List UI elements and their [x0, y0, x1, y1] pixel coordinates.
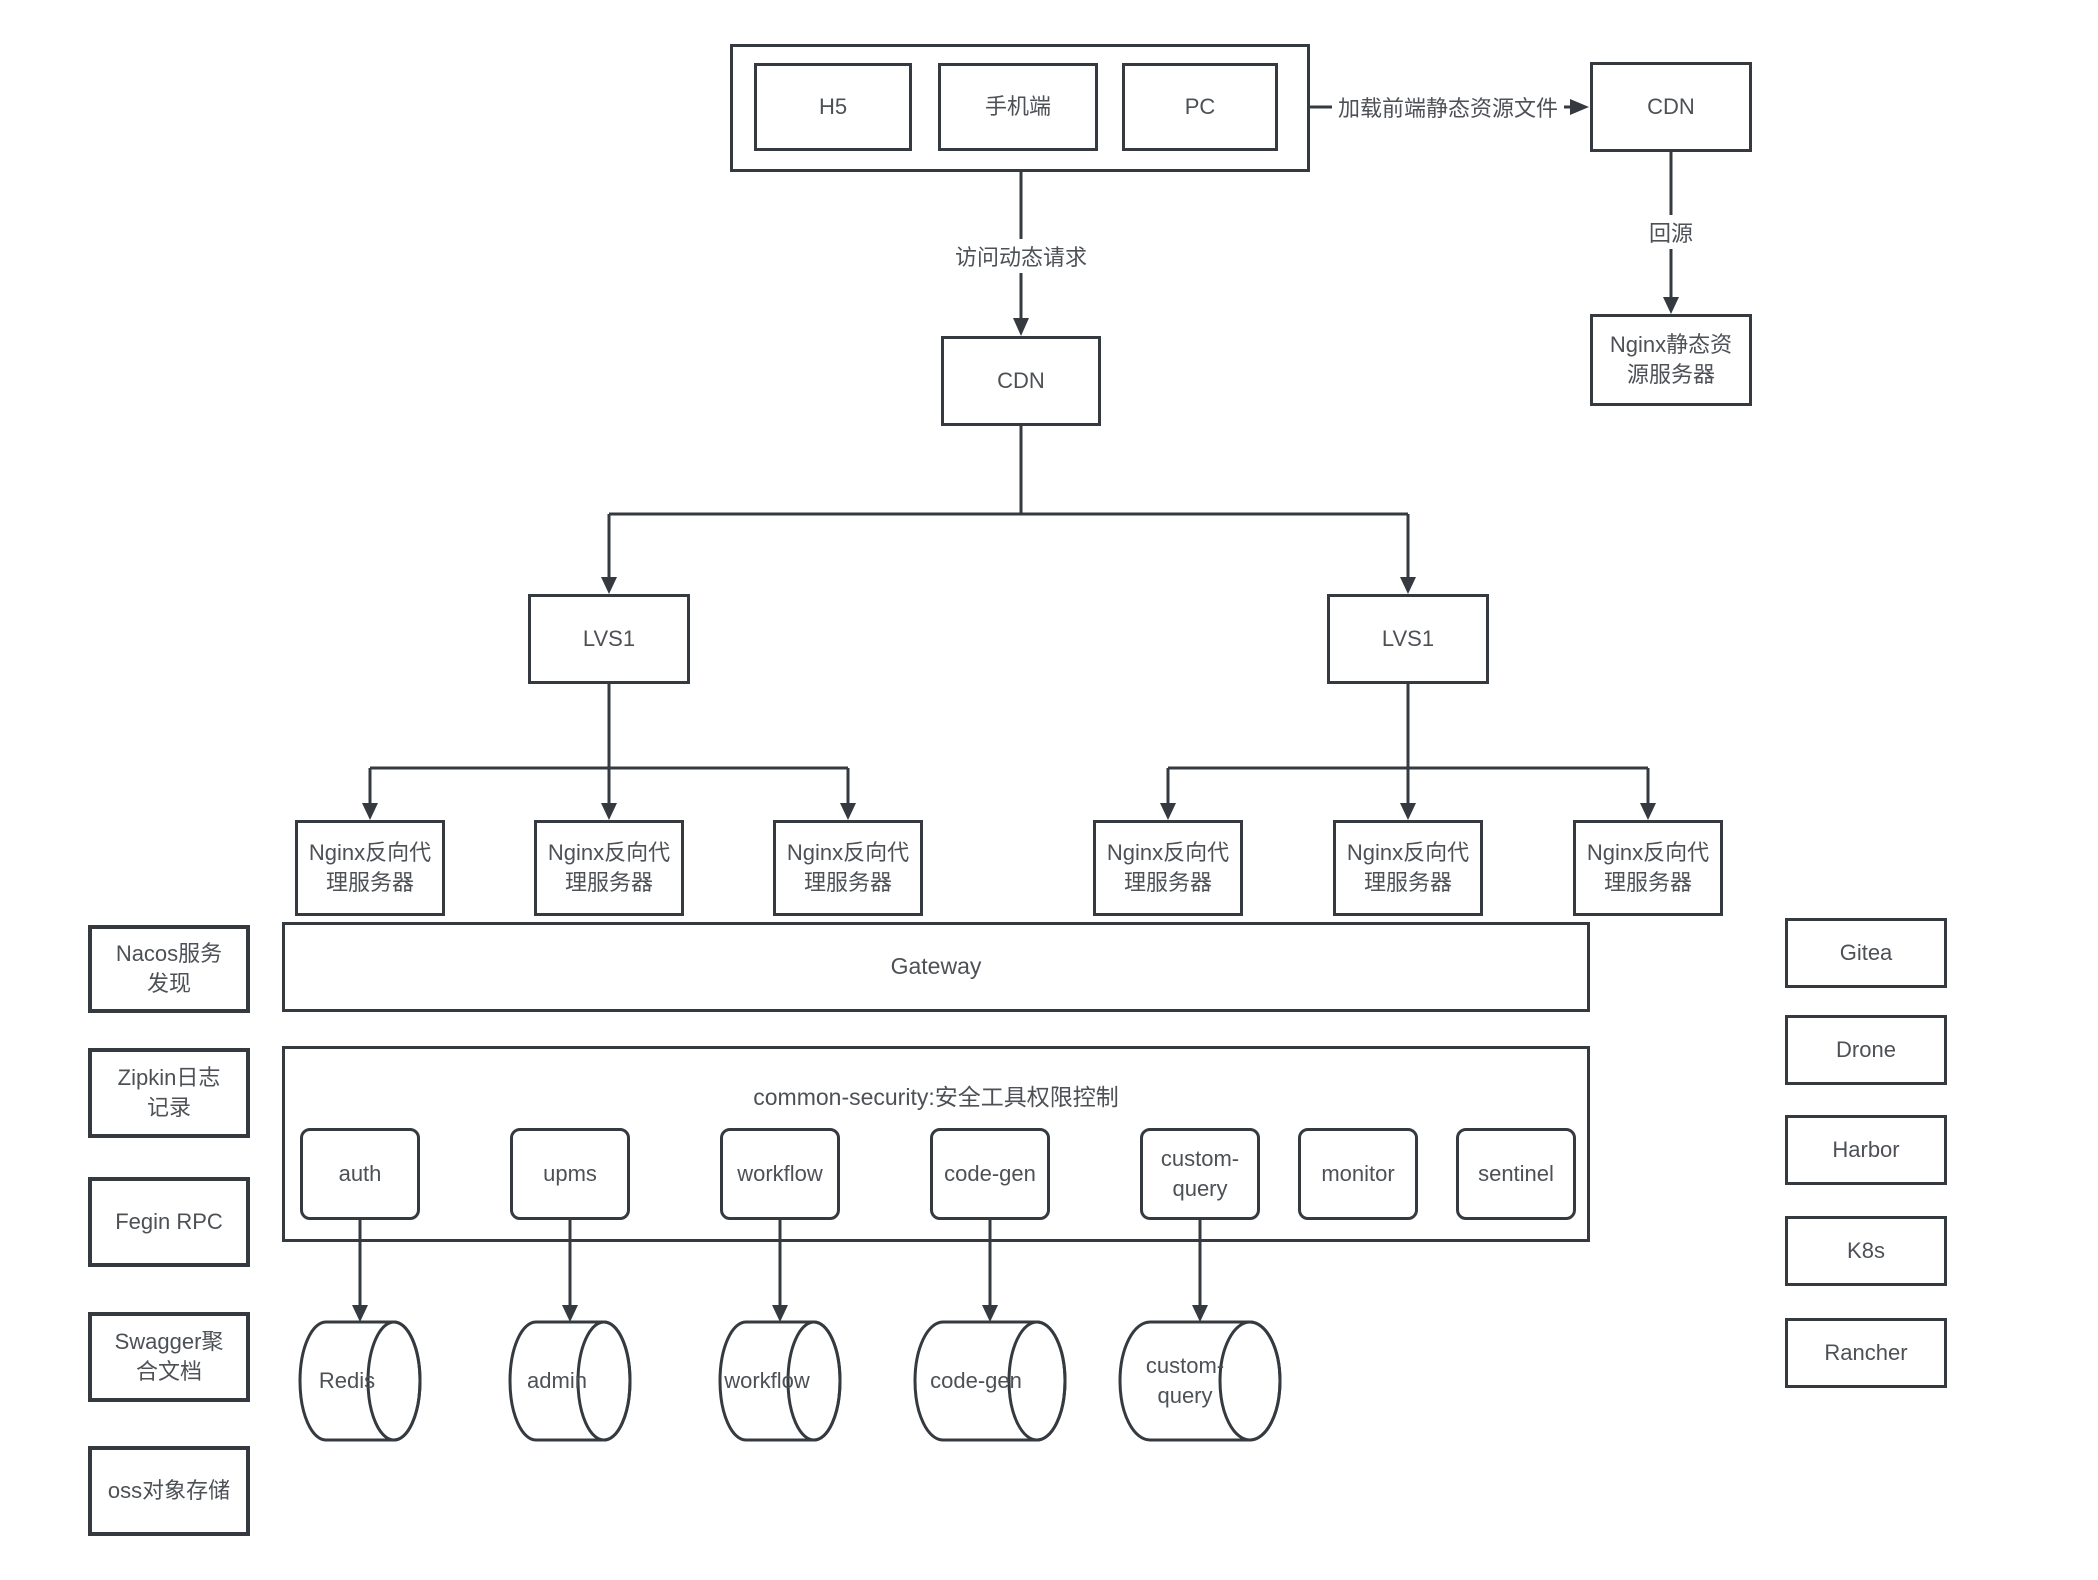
admin-cylinder-shape	[508, 1320, 632, 1442]
code-gen-cylinder-shape	[913, 1320, 1067, 1442]
nginx-static-label: Nginx静态资 源服务器	[1609, 332, 1733, 387]
common-security-title: common-security:安全工具权限控制	[753, 1084, 1119, 1110]
client-box-mobile: 手机端	[938, 63, 1098, 151]
edge-label-load-static: 加载前端静态资源文件	[1331, 90, 1565, 124]
service-auth-label: auth	[338, 1161, 382, 1187]
service-custom-query-label: custom- query	[1160, 1146, 1240, 1201]
redis-cylinder-shape	[298, 1320, 422, 1442]
client-h5-label: H5	[818, 94, 848, 120]
edge-cdn-to-lvs	[601, 426, 1416, 594]
cdn-dynamic-box: CDN	[941, 336, 1101, 426]
workflow-cylinder-shape	[718, 1320, 842, 1442]
sidebar-left-fegin-rpc-label: Fegin RPC	[115, 1209, 223, 1235]
sidebar-left-zipkin: Zipkin日志 记录	[88, 1048, 250, 1138]
service-box-upms: upms	[510, 1128, 630, 1220]
cdn-static-label: CDN	[1647, 94, 1695, 120]
client-mobile-label: 手机端	[984, 94, 1051, 120]
sidebar-right-rancher: Rancher	[1785, 1318, 1947, 1388]
gateway-bar: Gateway	[282, 922, 1590, 1012]
edge-services-to-databases	[352, 1220, 1208, 1322]
db-code-gen-label: code-gen	[930, 1368, 1022, 1394]
service-box-auth: auth	[300, 1128, 420, 1220]
service-box-sentinel: sentinel	[1456, 1128, 1576, 1220]
nginx-proxy-box-6: Nginx反向代 理服务器	[1573, 820, 1723, 916]
service-upms-label: upms	[543, 1161, 597, 1187]
sidebar-left-oss: oss对象存储	[88, 1446, 250, 1536]
sidebar-right-harbor-label: Harbor	[1832, 1137, 1900, 1163]
cdn-static-box: CDN	[1590, 62, 1752, 152]
cdn-dynamic-label: CDN	[997, 368, 1045, 394]
gateway-label: Gateway	[890, 953, 982, 980]
db-custom-query-label: custom- query	[1145, 1353, 1225, 1408]
sidebar-left-swagger: Swagger聚 合文档	[88, 1312, 250, 1402]
nginx-proxy-box-1: Nginx反向代 理服务器	[295, 820, 445, 916]
sidebar-left-nacos: Nacos服务 发现	[88, 925, 250, 1013]
db-admin-label: admin	[527, 1368, 587, 1394]
service-box-code-gen: code-gen	[930, 1128, 1050, 1220]
service-box-workflow: workflow	[720, 1128, 840, 1220]
service-workflow-label: workflow	[737, 1161, 823, 1187]
db-redis-label: Redis	[318, 1368, 376, 1394]
sidebar-right-rancher-label: Rancher	[1824, 1340, 1908, 1366]
sidebar-left-nacos-label: Nacos服务 发现	[115, 941, 223, 996]
sidebar-left-zipkin-label: Zipkin日志 记录	[117, 1065, 221, 1120]
nginx-proxy-label-1: Nginx反向代 理服务器	[308, 840, 432, 895]
custom-query-cylinder-shape	[1118, 1320, 1282, 1442]
sidebar-right-harbor: Harbor	[1785, 1115, 1947, 1185]
sidebar-right-drone-label: Drone	[1836, 1037, 1896, 1063]
sidebar-right-gitea-label: Gitea	[1839, 940, 1893, 966]
nginx-proxy-box-5: Nginx反向代 理服务器	[1333, 820, 1483, 916]
sidebar-right-gitea: Gitea	[1785, 918, 1947, 988]
sidebar-left-oss-label: oss对象存储	[107, 1478, 231, 1504]
nginx-proxy-box-2: Nginx反向代 理服务器	[534, 820, 684, 916]
lvs-right-label: LVS1	[1381, 626, 1435, 652]
nginx-proxy-label-4: Nginx反向代 理服务器	[1106, 840, 1230, 895]
edge-label-back-to-origin: 回源	[1642, 215, 1700, 249]
sidebar-left-fegin-rpc: Fegin RPC	[88, 1177, 250, 1267]
lvs-left-label: LVS1	[582, 626, 636, 652]
edge-lvs-right-fan	[1160, 684, 1656, 820]
lvs-left-box: LVS1	[528, 594, 690, 684]
database-cylinders	[298, 1320, 1282, 1442]
nginx-proxy-label-6: Nginx反向代 理服务器	[1586, 840, 1710, 895]
client-box-pc: PC	[1122, 63, 1278, 151]
edge-label-dynamic-request: 访问动态请求	[948, 239, 1094, 273]
nginx-proxy-box-4: Nginx反向代 理服务器	[1093, 820, 1243, 916]
sidebar-right-drone: Drone	[1785, 1015, 1947, 1085]
sidebar-right-k8s-label: K8s	[1847, 1238, 1885, 1264]
nginx-static-box: Nginx静态资 源服务器	[1590, 314, 1752, 406]
nginx-proxy-label-2: Nginx反向代 理服务器	[547, 840, 671, 895]
service-code-gen-label: code-gen	[944, 1161, 1036, 1187]
service-box-monitor: monitor	[1298, 1128, 1418, 1220]
nginx-proxy-box-3: Nginx反向代 理服务器	[773, 820, 923, 916]
sidebar-right-k8s: K8s	[1785, 1216, 1947, 1286]
client-box-h5: H5	[754, 63, 912, 151]
lvs-right-box: LVS1	[1327, 594, 1489, 684]
service-box-custom-query: custom- query	[1140, 1128, 1260, 1220]
nginx-proxy-label-5: Nginx反向代 理服务器	[1346, 840, 1470, 895]
service-sentinel-label: sentinel	[1478, 1161, 1554, 1187]
client-pc-label: PC	[1184, 94, 1216, 120]
nginx-proxy-label-3: Nginx反向代 理服务器	[786, 840, 910, 895]
edge-lvs-left-fan	[362, 684, 856, 820]
db-workflow-label: workflow	[724, 1368, 810, 1394]
service-monitor-label: monitor	[1321, 1161, 1395, 1187]
sidebar-left-swagger-label: Swagger聚 合文档	[114, 1329, 224, 1384]
